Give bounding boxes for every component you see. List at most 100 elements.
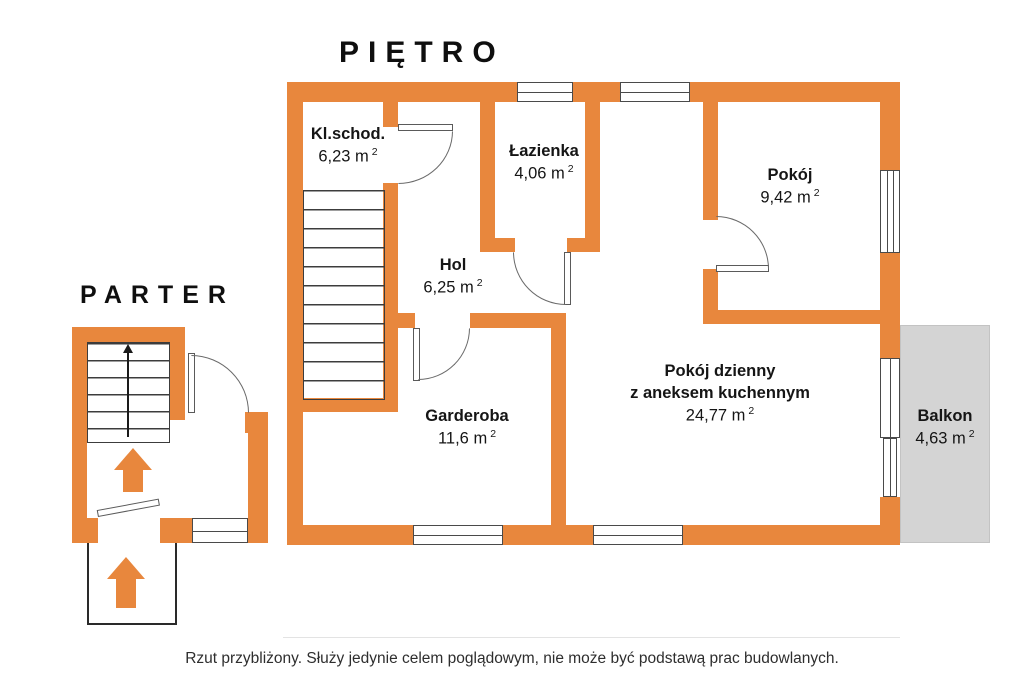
ground-floor-title: PARTER (80, 281, 235, 309)
window (593, 525, 683, 545)
area-value: 6,25 m (423, 278, 474, 297)
wall-bottom (503, 525, 593, 545)
window (880, 170, 900, 253)
room-name: Pokój dzienny (664, 362, 776, 380)
area-value: 4,06 m (514, 164, 565, 183)
parter-wall-corner (245, 412, 268, 433)
wall-left (287, 82, 303, 545)
parter-wall-stairs-right (170, 342, 185, 420)
window-mullion (890, 438, 892, 497)
wall-right (880, 102, 900, 170)
area-value: 24,77 m (685, 406, 746, 425)
window-mullion (593, 535, 683, 537)
window (620, 82, 690, 102)
wall-bottom (303, 525, 413, 545)
door-arc-garderoba (418, 328, 470, 380)
wall-hol-garderoba (470, 313, 566, 328)
area-sup: 2 (371, 145, 378, 158)
room-name: Łazienka (509, 142, 579, 160)
window-mullion (890, 358, 892, 438)
area-value: 11,6 m (437, 429, 488, 448)
wall-bathroom-right (585, 102, 600, 250)
stairs-direction-arrow-head (123, 344, 133, 353)
area-value: 4,63 m (915, 429, 966, 448)
window (413, 525, 503, 545)
disclaimer-text: Rzut przybliżony. Służy jedynie celem po… (185, 650, 839, 667)
parter-wall-bottom (160, 518, 192, 543)
wall-room-left (703, 102, 718, 220)
window (517, 82, 573, 102)
window-mullion (886, 170, 889, 253)
window-mullion (620, 92, 690, 94)
up-arrow-icon (107, 557, 145, 579)
wall-top (287, 82, 517, 102)
parter-wall-right (248, 433, 268, 543)
room-name: Garderoba (425, 407, 509, 425)
room-label-pokoj-dzienny: Pokój dzienny z aneksem kuchennym 24,77 … (612, 361, 828, 427)
area-sup: 2 (476, 276, 483, 289)
window-mullion (892, 170, 895, 253)
wall-top (690, 82, 900, 102)
wall-right (880, 497, 900, 545)
wall-top (573, 82, 620, 102)
area-sup: 2 (813, 186, 820, 199)
door-leaf-staircase (398, 124, 453, 131)
wall-bathroom-left (480, 102, 495, 252)
window-mullion (413, 535, 503, 537)
room-name: Kl.schod. (310, 125, 386, 143)
room-name: Pokój (767, 166, 813, 184)
area-sup: 2 (567, 162, 574, 175)
room-subtitle: z aneksem kuchennym (630, 383, 810, 402)
door-arc-parter (191, 355, 249, 413)
window-mullion (192, 530, 248, 532)
window-mullion (517, 92, 573, 94)
upper-floor-title: PIĘTRO (339, 36, 505, 69)
area-value: 9,42 m (760, 188, 811, 207)
area-sup: 2 (490, 427, 497, 440)
balcony-area (900, 325, 990, 543)
area-sup: 2 (968, 427, 975, 440)
up-arrow-icon (114, 448, 152, 470)
door-arc-staircase (398, 131, 453, 184)
wall-bathroom-bottom (567, 238, 600, 252)
wall-right (880, 253, 900, 358)
window-narrow (883, 438, 897, 497)
wall-bathroom-bottom (480, 238, 515, 252)
parter-wall-top (72, 327, 185, 342)
wall-bottom (683, 525, 900, 545)
parter-wall-left (72, 327, 87, 543)
wall-room-left (703, 269, 718, 314)
wall-staircase (383, 183, 398, 412)
wall-room-bottom (703, 310, 880, 324)
balcony-door-window (880, 358, 900, 438)
window (192, 518, 248, 543)
door-arc-room (716, 216, 769, 269)
wall-hol-garderoba (398, 313, 415, 328)
area-sup: 2 (748, 404, 755, 417)
room-name: Balkon (917, 407, 973, 425)
room-name: Hol (439, 256, 467, 274)
stairs-direction-arrow (127, 352, 129, 437)
door-arc-bathroom (513, 252, 566, 305)
entrance-door-leaf (96, 498, 160, 517)
wall-garderoba-livingroom (551, 313, 566, 525)
separator-line (283, 637, 900, 638)
up-arrow-shaft (116, 577, 136, 608)
wall-staircase (383, 102, 398, 127)
staircase-steps (303, 190, 385, 400)
area-value: 6,23 m (318, 147, 369, 166)
